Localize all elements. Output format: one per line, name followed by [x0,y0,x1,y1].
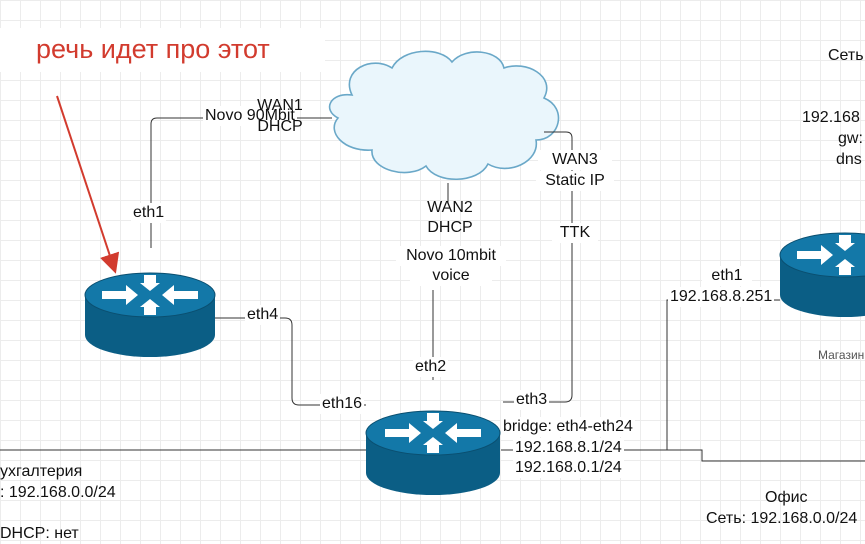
wan2-name-label: WAN2 [427,199,473,216]
shop-net-label: Сеть [828,47,864,64]
right-router-eth1-label: eth1 [702,266,752,286]
router-center[interactable] [365,410,501,495]
office-net-label: Сеть: 192.168.0.0/24 [706,510,858,527]
accounting-dhcp-label: DHCP: нет [0,525,79,542]
wan3-provider-label: TTK [552,223,598,243]
center-router-ip2-label: 192.168.0.1/24 [513,458,624,478]
wan3-name-label: WAN3 [538,150,612,170]
center-router-eth16-label: eth16 [320,394,365,414]
wan2-purpose-label: voice [410,266,492,286]
eth4-eth16-link [213,317,366,406]
wan3-link [503,131,573,403]
wan2-mode-label: DHCP [427,219,473,236]
office-name-label: Офис [765,489,808,506]
router-icon [84,272,216,357]
wan1-link [150,117,332,248]
shop-caption: Магазин [818,348,865,362]
wan2-provider-label: Novo 10mbit [396,246,506,266]
center-router-ip1-label: 192.168.8.1/24 [513,438,624,458]
router-icon [365,410,501,495]
router-right[interactable] [779,232,865,317]
shop-dns-label: dns [836,151,862,168]
annotation-box: речь идет про этот [0,28,325,72]
internet-cloud [328,50,560,181]
left-router-eth4-label: eth4 [245,305,281,325]
center-router-bridge-label: bridge: eth4-eth24 [501,417,635,437]
accounting-name-label: ухгалтерия [0,463,83,480]
wan1-name-label: WAN1 [257,97,303,114]
center-router-eth3-label: eth3 [514,390,550,410]
shop-link [666,299,780,450]
annotation-text: речь идет про этот [36,34,270,64]
left-router-eth1-label: eth1 [131,203,167,223]
wan3-mode-label: Static IP [536,171,614,191]
wan1-mode-label: DHCP [257,118,303,135]
shop-ip-label: 192.168 [802,109,860,126]
right-router-ip-label: 192.168.8.251 [668,287,775,307]
router-left[interactable] [84,272,216,357]
annotation-arrow [56,95,120,274]
router-icon [779,232,865,317]
wan1-provider-label: Novo 90Mbit [203,106,297,126]
shop-gw-label: gw: [838,130,863,147]
accounting-net-label: : 192.168.0.0/24 [0,484,116,501]
center-router-eth2-label: eth2 [413,357,449,377]
